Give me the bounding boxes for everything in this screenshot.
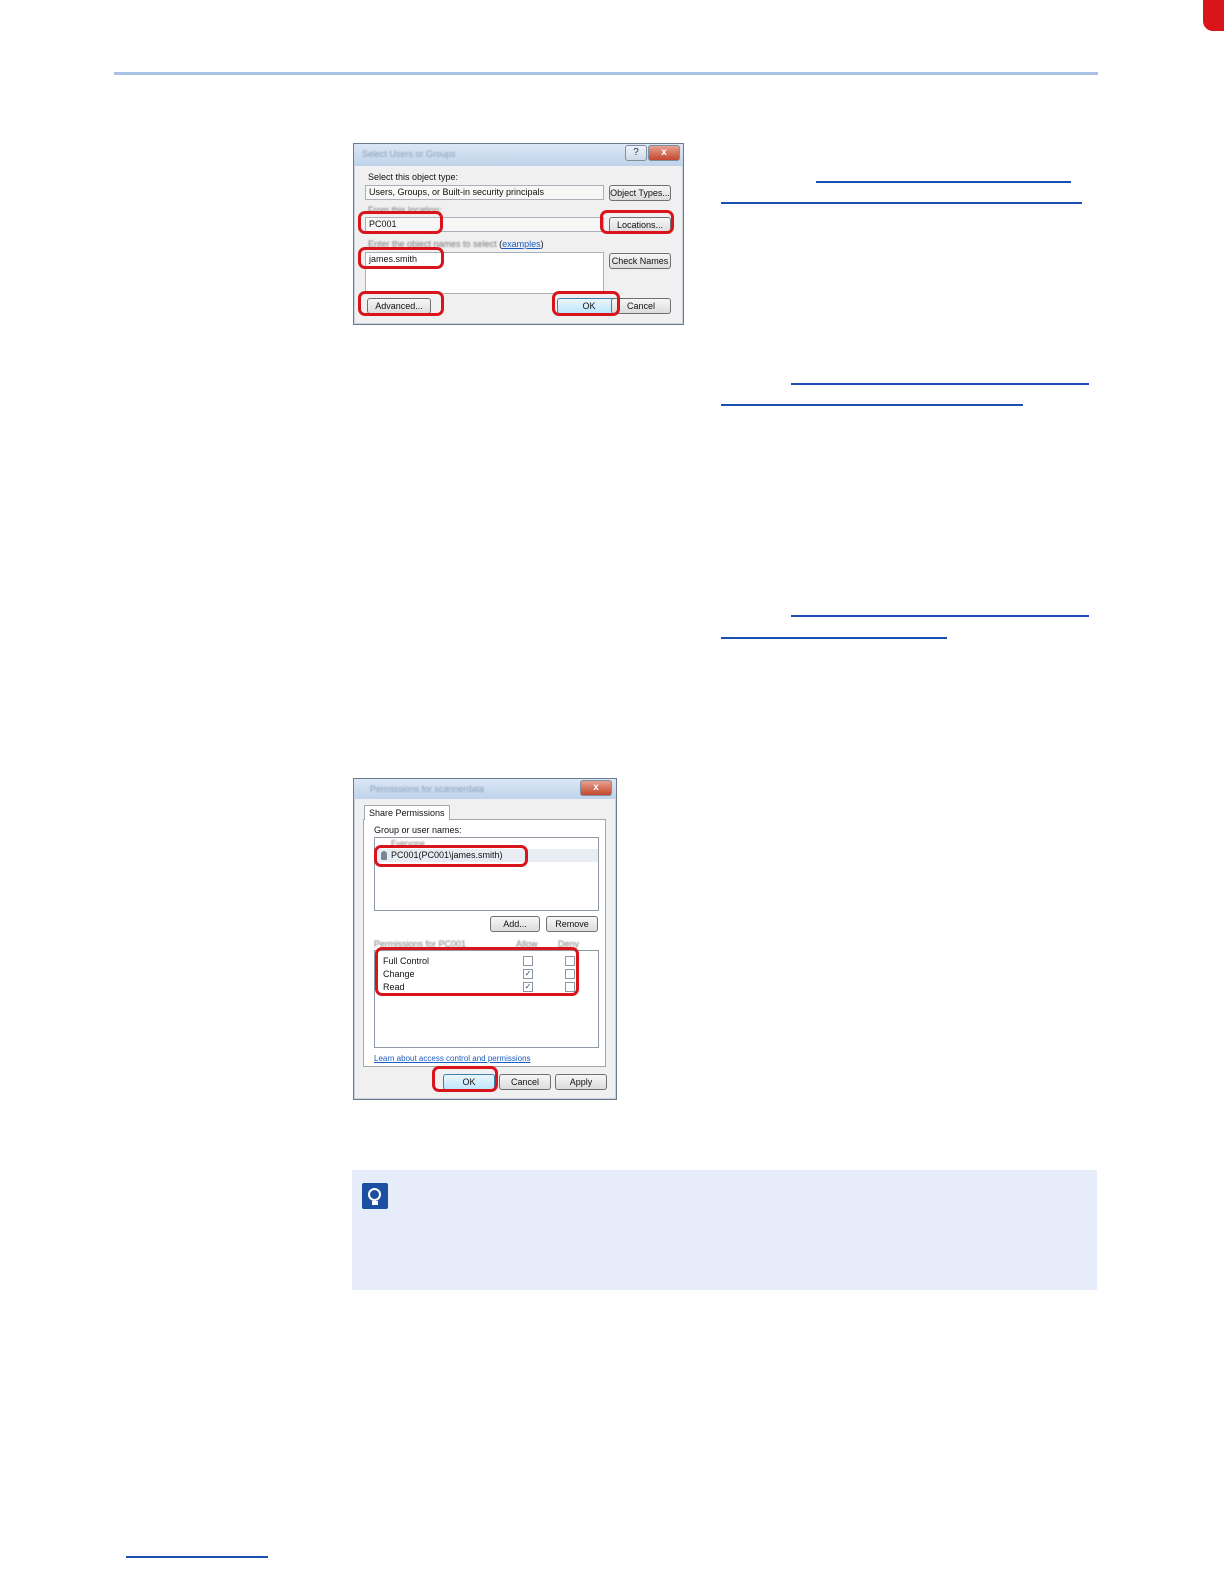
- object-types-button[interactable]: Object Types...: [609, 185, 671, 201]
- reference-link-1b[interactable]: [721, 202, 1082, 204]
- permissions-for-label: Permissions for PC001: [374, 939, 467, 949]
- highlight-advanced-button: [358, 291, 444, 316]
- highlight-user-entry: [374, 845, 528, 867]
- close-button[interactable]: x: [648, 145, 680, 161]
- deny-read-checkbox[interactable]: [565, 982, 575, 992]
- permissions-title-bar: Permissions for scannerdata x: [354, 779, 616, 799]
- permission-change: Change: [383, 969, 415, 979]
- reference-link-1a[interactable]: [816, 181, 1071, 183]
- object-type-label: Select this object type:: [368, 172, 459, 182]
- permissions-list: Full Control Change ✓ Read ✓: [374, 950, 599, 1048]
- group-names-label: Group or user names:: [374, 825, 462, 835]
- dialog-title: Select Users or Groups: [362, 149, 456, 159]
- permission-full-control: Full Control: [383, 956, 430, 966]
- names-label: Enter the object names to select (exampl…: [368, 239, 544, 249]
- examples-link[interactable]: examples: [502, 239, 541, 249]
- note-icon-bulb: [368, 1188, 381, 1201]
- reference-link-3b[interactable]: [721, 637, 947, 639]
- permissions-dialog: Permissions for scannerdata x Share Perm…: [353, 778, 617, 1100]
- highlight-locations-button: [600, 210, 674, 234]
- help-button[interactable]: ?: [625, 145, 647, 161]
- permissions-close-button[interactable]: x: [580, 780, 612, 796]
- tab-share-permissions[interactable]: Share Permissions: [364, 805, 450, 820]
- names-label-text: Enter the object names to select: [368, 239, 497, 249]
- reference-link-3a[interactable]: [791, 615, 1089, 617]
- allow-full-control-checkbox[interactable]: [523, 956, 533, 966]
- user-list: Everyone PC001(PC001\james.smith): [374, 837, 599, 911]
- deny-full-control-checkbox[interactable]: [565, 956, 575, 966]
- footer-link[interactable]: [126, 1556, 268, 1558]
- highlight-names-input: [358, 247, 444, 269]
- permissions-title: Permissions for scannerdata: [370, 784, 485, 794]
- allow-header: Allow: [516, 939, 538, 949]
- note-icon-base: [372, 1201, 378, 1205]
- highlight-permissions-ok: [432, 1066, 498, 1092]
- user-name: PC001(PC001\james.smith): [391, 850, 503, 860]
- deny-header: Deny: [558, 939, 580, 949]
- location-label: From this location:: [368, 205, 442, 215]
- permission-read: Read: [383, 982, 405, 992]
- permissions-cancel-button[interactable]: Cancel: [499, 1074, 551, 1090]
- select-users-dialog: Select Users or Groups ? x Select this o…: [353, 143, 684, 325]
- deny-change-checkbox[interactable]: [565, 969, 575, 979]
- dialog-title-bar: Select Users or Groups ? x: [354, 144, 683, 166]
- allow-change-checkbox[interactable]: ✓: [523, 969, 533, 979]
- chapter-edge-tab: [1203, 0, 1224, 31]
- reference-link-2b[interactable]: [721, 404, 1023, 406]
- highlight-location-field: [358, 211, 443, 234]
- check-names-button[interactable]: Check Names: [609, 253, 671, 269]
- user-list-item-selected[interactable]: PC001(PC001\james.smith): [375, 849, 598, 862]
- header-rule: [114, 72, 1098, 75]
- user-icon: [381, 851, 387, 860]
- note-lightbulb-icon: [362, 1183, 388, 1209]
- add-button[interactable]: Add...: [490, 916, 540, 932]
- highlight-ok-button: [552, 291, 620, 316]
- allow-read-checkbox[interactable]: ✓: [523, 982, 533, 992]
- reference-link-2a[interactable]: [791, 383, 1089, 385]
- learn-access-control-link[interactable]: Learn about access control and permissio…: [374, 1054, 531, 1063]
- location-field: PC001: [365, 217, 604, 232]
- apply-button[interactable]: Apply: [555, 1074, 607, 1090]
- highlight-permissions: [375, 947, 579, 996]
- note-box: [352, 1170, 1097, 1290]
- remove-button[interactable]: Remove: [546, 916, 598, 932]
- object-type-field: Users, Groups, or Built-in security prin…: [365, 185, 604, 200]
- cancel-button[interactable]: Cancel: [611, 298, 671, 314]
- user-list-item-everyone[interactable]: Everyone: [391, 839, 425, 848]
- object-names-input[interactable]: james.smith: [365, 252, 604, 294]
